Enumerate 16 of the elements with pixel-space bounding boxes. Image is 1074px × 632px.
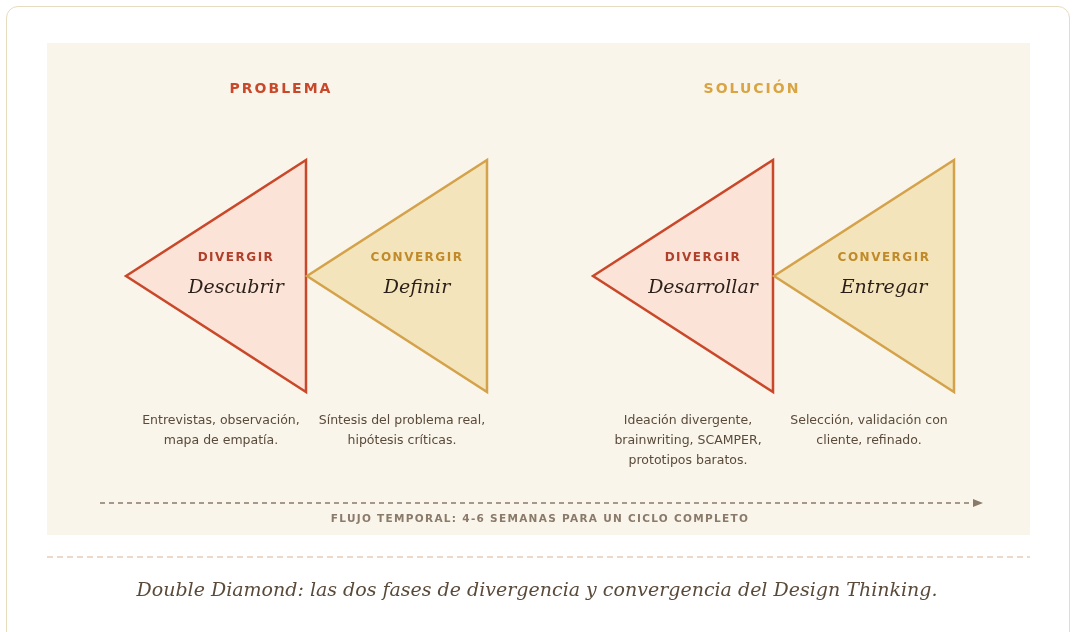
timeline-label: FLUJO TEMPORAL: 4-6 SEMANAS PARA UN CICLO COMPLETO — [329, 512, 751, 524]
phase-tag: DIVERGIR — [165, 250, 307, 264]
phase-tag: CONVERGIR — [813, 250, 955, 264]
phase-title: Descubrir — [187, 275, 286, 297]
section-heading: PROBLEMA — [228, 80, 334, 96]
phase-description: Ideación divergente, brainwriting, SCAMPER, prototipos baratos. — [613, 411, 763, 469]
phase-tag: DIVERGIR — [632, 250, 774, 264]
phase-title: Definir — [382, 275, 452, 297]
phase-description: Selección, validación con cliente, refinado. — [789, 411, 949, 449]
phase-tag: CONVERGIR — [346, 250, 488, 264]
phase-description: Entrevistas, observación, mapa de empatía. — [141, 411, 301, 449]
phase-title: Desarrollar — [647, 275, 760, 297]
caption: Double Diamond: las dos fases de divergencia y convergencia del Design Thinking. — [136, 578, 938, 600]
section-heading: SOLUCIÓN — [702, 80, 802, 96]
phase-description: Síntesis del problema real, hipótesis críticas. — [317, 411, 487, 449]
phase-title: Entregar — [839, 275, 929, 297]
